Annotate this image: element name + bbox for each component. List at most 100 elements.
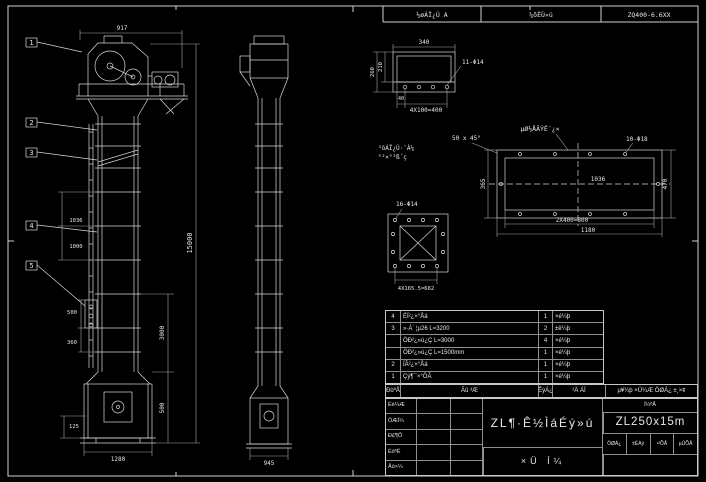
mini-header-scale: ±ÈÀý bbox=[625, 434, 650, 454]
detail-flange-geometry bbox=[387, 213, 449, 273]
dim-section-a: 1036 bbox=[69, 218, 82, 224]
remark-cell bbox=[603, 454, 697, 475]
flange-dim-pitch: 4X165.5=662 bbox=[398, 286, 434, 292]
outlet-dim-pitch: 4X100=400 bbox=[410, 107, 443, 114]
base-dim-pitch: 2X400=800 bbox=[556, 217, 589, 224]
part-name: ÉÏ²¿×°Åä bbox=[400, 311, 538, 323]
part-no bbox=[386, 348, 400, 359]
outlet-dim-edge: 40 bbox=[398, 96, 404, 102]
part-qty: 1 bbox=[538, 311, 552, 323]
signature-cell bbox=[416, 399, 450, 414]
model-number: ZL250x15m bbox=[603, 412, 697, 433]
title-block: Éè¼Æ ÖÆÍ¼ Ð£¶Ô ÉóºË Åú×¼ ZL¶·Ê½ÌáÉý»ú ×Ü… bbox=[385, 398, 698, 476]
signature-cell bbox=[416, 460, 450, 476]
outlet-holes-label: 11-Φ14 bbox=[462, 59, 484, 66]
part-qty: 4 bbox=[538, 335, 552, 347]
date-cell bbox=[450, 399, 482, 414]
drawing-subtitle: ×Ü Í¼ bbox=[483, 447, 602, 475]
dim-boot-upper: 360 bbox=[67, 340, 77, 346]
signature-cell bbox=[416, 445, 450, 460]
part-qty: 1 bbox=[538, 347, 552, 359]
sign-label: Åú×¼ bbox=[388, 464, 403, 471]
front-view-balloons bbox=[25, 37, 98, 307]
part-qty: 1 bbox=[538, 359, 552, 371]
flange-holes-label: 16-Φ14 bbox=[396, 201, 418, 208]
front-view-dimension-lines bbox=[58, 30, 200, 456]
mini-header-sheet-no: µÚÕÅ bbox=[673, 434, 697, 454]
signature-cell bbox=[416, 429, 450, 445]
part-no: 4 bbox=[391, 313, 395, 320]
balloon-1: 1 bbox=[29, 39, 33, 47]
front-view-geometry bbox=[76, 35, 188, 444]
table-row: ÖÐ²¿»ú¿Ç L=3000 4 ×é¼þ bbox=[386, 334, 603, 347]
part-no: 3 bbox=[391, 325, 395, 332]
chamfer-note: 50 x 45° bbox=[452, 135, 481, 142]
detail-base-dimensions bbox=[484, 133, 676, 237]
front-view-texts: 1 2 3 4 5 917 15000 3000 500 1036 1000 5… bbox=[29, 25, 194, 463]
parts-list-header: ÐòºÅ Ãû ³Æ ÊýÁ¿ ²Ä ÁÏ µ¥¼þ ×Ü¼Æ ÖØÁ¿ ±¸×… bbox=[385, 384, 698, 398]
dim-boot-height: 500 bbox=[159, 402, 166, 413]
balloon-2: 2 bbox=[29, 119, 33, 127]
detail-flange-dimensions bbox=[394, 208, 438, 284]
header-weight-remark: µ¥¼þ ×Ü¼Æ ÖØÁ¿ ±¸×¢ bbox=[605, 385, 697, 397]
balloon-4: 4 bbox=[29, 222, 33, 230]
side-view-dimensions bbox=[249, 448, 289, 460]
base-holes-label: 10-Φ18 bbox=[626, 136, 648, 143]
table-row: 3 »·Á´ ¦µ26 L=3200 2 ±ê¼þ bbox=[386, 322, 603, 335]
detail-base-texts: µØ½ÅÂÝË¨¿× 10-Φ18 1036 365 470 2X400=800… bbox=[480, 124, 669, 234]
sign-label: ÉóºË bbox=[388, 448, 401, 455]
balloon-5: 5 bbox=[29, 262, 33, 270]
table-row: 4 ÉÏ²¿×°Åä 1 ×é¼þ bbox=[386, 311, 603, 323]
base-dim-inner: 1036 bbox=[591, 176, 606, 183]
part-material: ±ê¼þ bbox=[552, 323, 603, 335]
header-name: Ãû ³Æ bbox=[400, 385, 538, 397]
detail-outlet-texts: 340 11-Φ14 210 260 40 4X100=400 ³öÁÏ¿Ú·¨… bbox=[370, 39, 484, 161]
header-no: ÐòºÅ bbox=[386, 388, 400, 394]
base-dim-left: 365 bbox=[480, 178, 487, 189]
outlet-note-line2: °²×°³ß´ç bbox=[378, 154, 407, 161]
base-label: µØ½ÅÂÝË¨¿× bbox=[520, 124, 559, 133]
signature-cell bbox=[416, 414, 450, 429]
title-block-right: Í¼ºÅ ZL250x15m ÖØÁ¿ ±ÈÀý ¹²ÕÅ µÚÕÅ bbox=[602, 399, 697, 475]
part-name: ÖÐ²¿»ú¿Ç L=3000 bbox=[400, 335, 538, 347]
dim-bottom-width: 1280 bbox=[111, 456, 126, 463]
mini-header-sheets: ¹²ÕÅ bbox=[649, 434, 674, 454]
part-name: Çý¶¯×°ÖÃ bbox=[400, 371, 538, 384]
date-cell bbox=[450, 429, 482, 445]
dim-lower-section: 3000 bbox=[159, 325, 166, 340]
detail-outlet-dimensions bbox=[373, 44, 498, 154]
side-view-geometry bbox=[239, 35, 292, 449]
part-name: ÖÐ²¿»ú¿Ç L=1500mm bbox=[400, 347, 538, 359]
dim-overall-height: 15000 bbox=[186, 232, 194, 253]
title-block-center: ZL¶·Ê½ÌáÉý»ú ×Ü Í¼ bbox=[482, 399, 602, 475]
detail-base-geometry bbox=[489, 143, 670, 226]
part-material: ×é¼þ bbox=[552, 311, 603, 323]
dim-top-width: 917 bbox=[117, 25, 128, 32]
mini-header-weight: ÖØÁ¿ bbox=[607, 440, 622, 447]
part-qty: 1 bbox=[538, 371, 552, 384]
base-dim-width: 1180 bbox=[581, 227, 596, 234]
title-block-signatures: Éè¼Æ ÖÆÍ¼ Ð£¶Ô ÉóºË Åú×¼ bbox=[386, 399, 482, 476]
header-strip-cell-2: ¼õËÙ»ú bbox=[529, 10, 553, 19]
part-material: ×é¼þ bbox=[552, 371, 603, 384]
parts-list-table: 4 ÉÏ²¿×°Åä 1 ×é¼þ 3 »·Á´ ¦µ26 L=3200 2 ±… bbox=[385, 310, 604, 384]
model-label: Í¼ºÅ bbox=[644, 401, 656, 408]
part-no: 1 bbox=[391, 374, 395, 381]
header-strip-cell-3: ZQ400-6.6XX bbox=[627, 11, 670, 19]
outlet-dim-width: 340 bbox=[419, 39, 430, 46]
table-row: 1 Çý¶¯×°ÖÃ 1 ×é¼þ bbox=[386, 370, 603, 384]
table-row: ÖÐ²¿»ú¿Ç L=1500mm 1 ×é¼þ bbox=[386, 346, 603, 359]
date-cell bbox=[450, 460, 482, 476]
header-qty: ÊýÁ¿ bbox=[538, 385, 552, 397]
header-strip-cell-1: ½øÁÏ¿Ú A bbox=[416, 10, 447, 19]
dim-base: 125 bbox=[69, 424, 79, 430]
header-material: ²Ä ÁÏ bbox=[552, 385, 605, 397]
part-name: »·Á´ ¦µ26 L=3200 bbox=[400, 323, 538, 335]
sign-label: Ð£¶Ô bbox=[388, 433, 403, 440]
date-cell bbox=[450, 445, 482, 460]
part-material: ×é¼þ bbox=[552, 347, 603, 359]
dim-platform: 500 bbox=[67, 310, 77, 316]
table-row: 2 ÏÂ²¿×°Åä 1 ×é¼þ bbox=[386, 358, 603, 371]
